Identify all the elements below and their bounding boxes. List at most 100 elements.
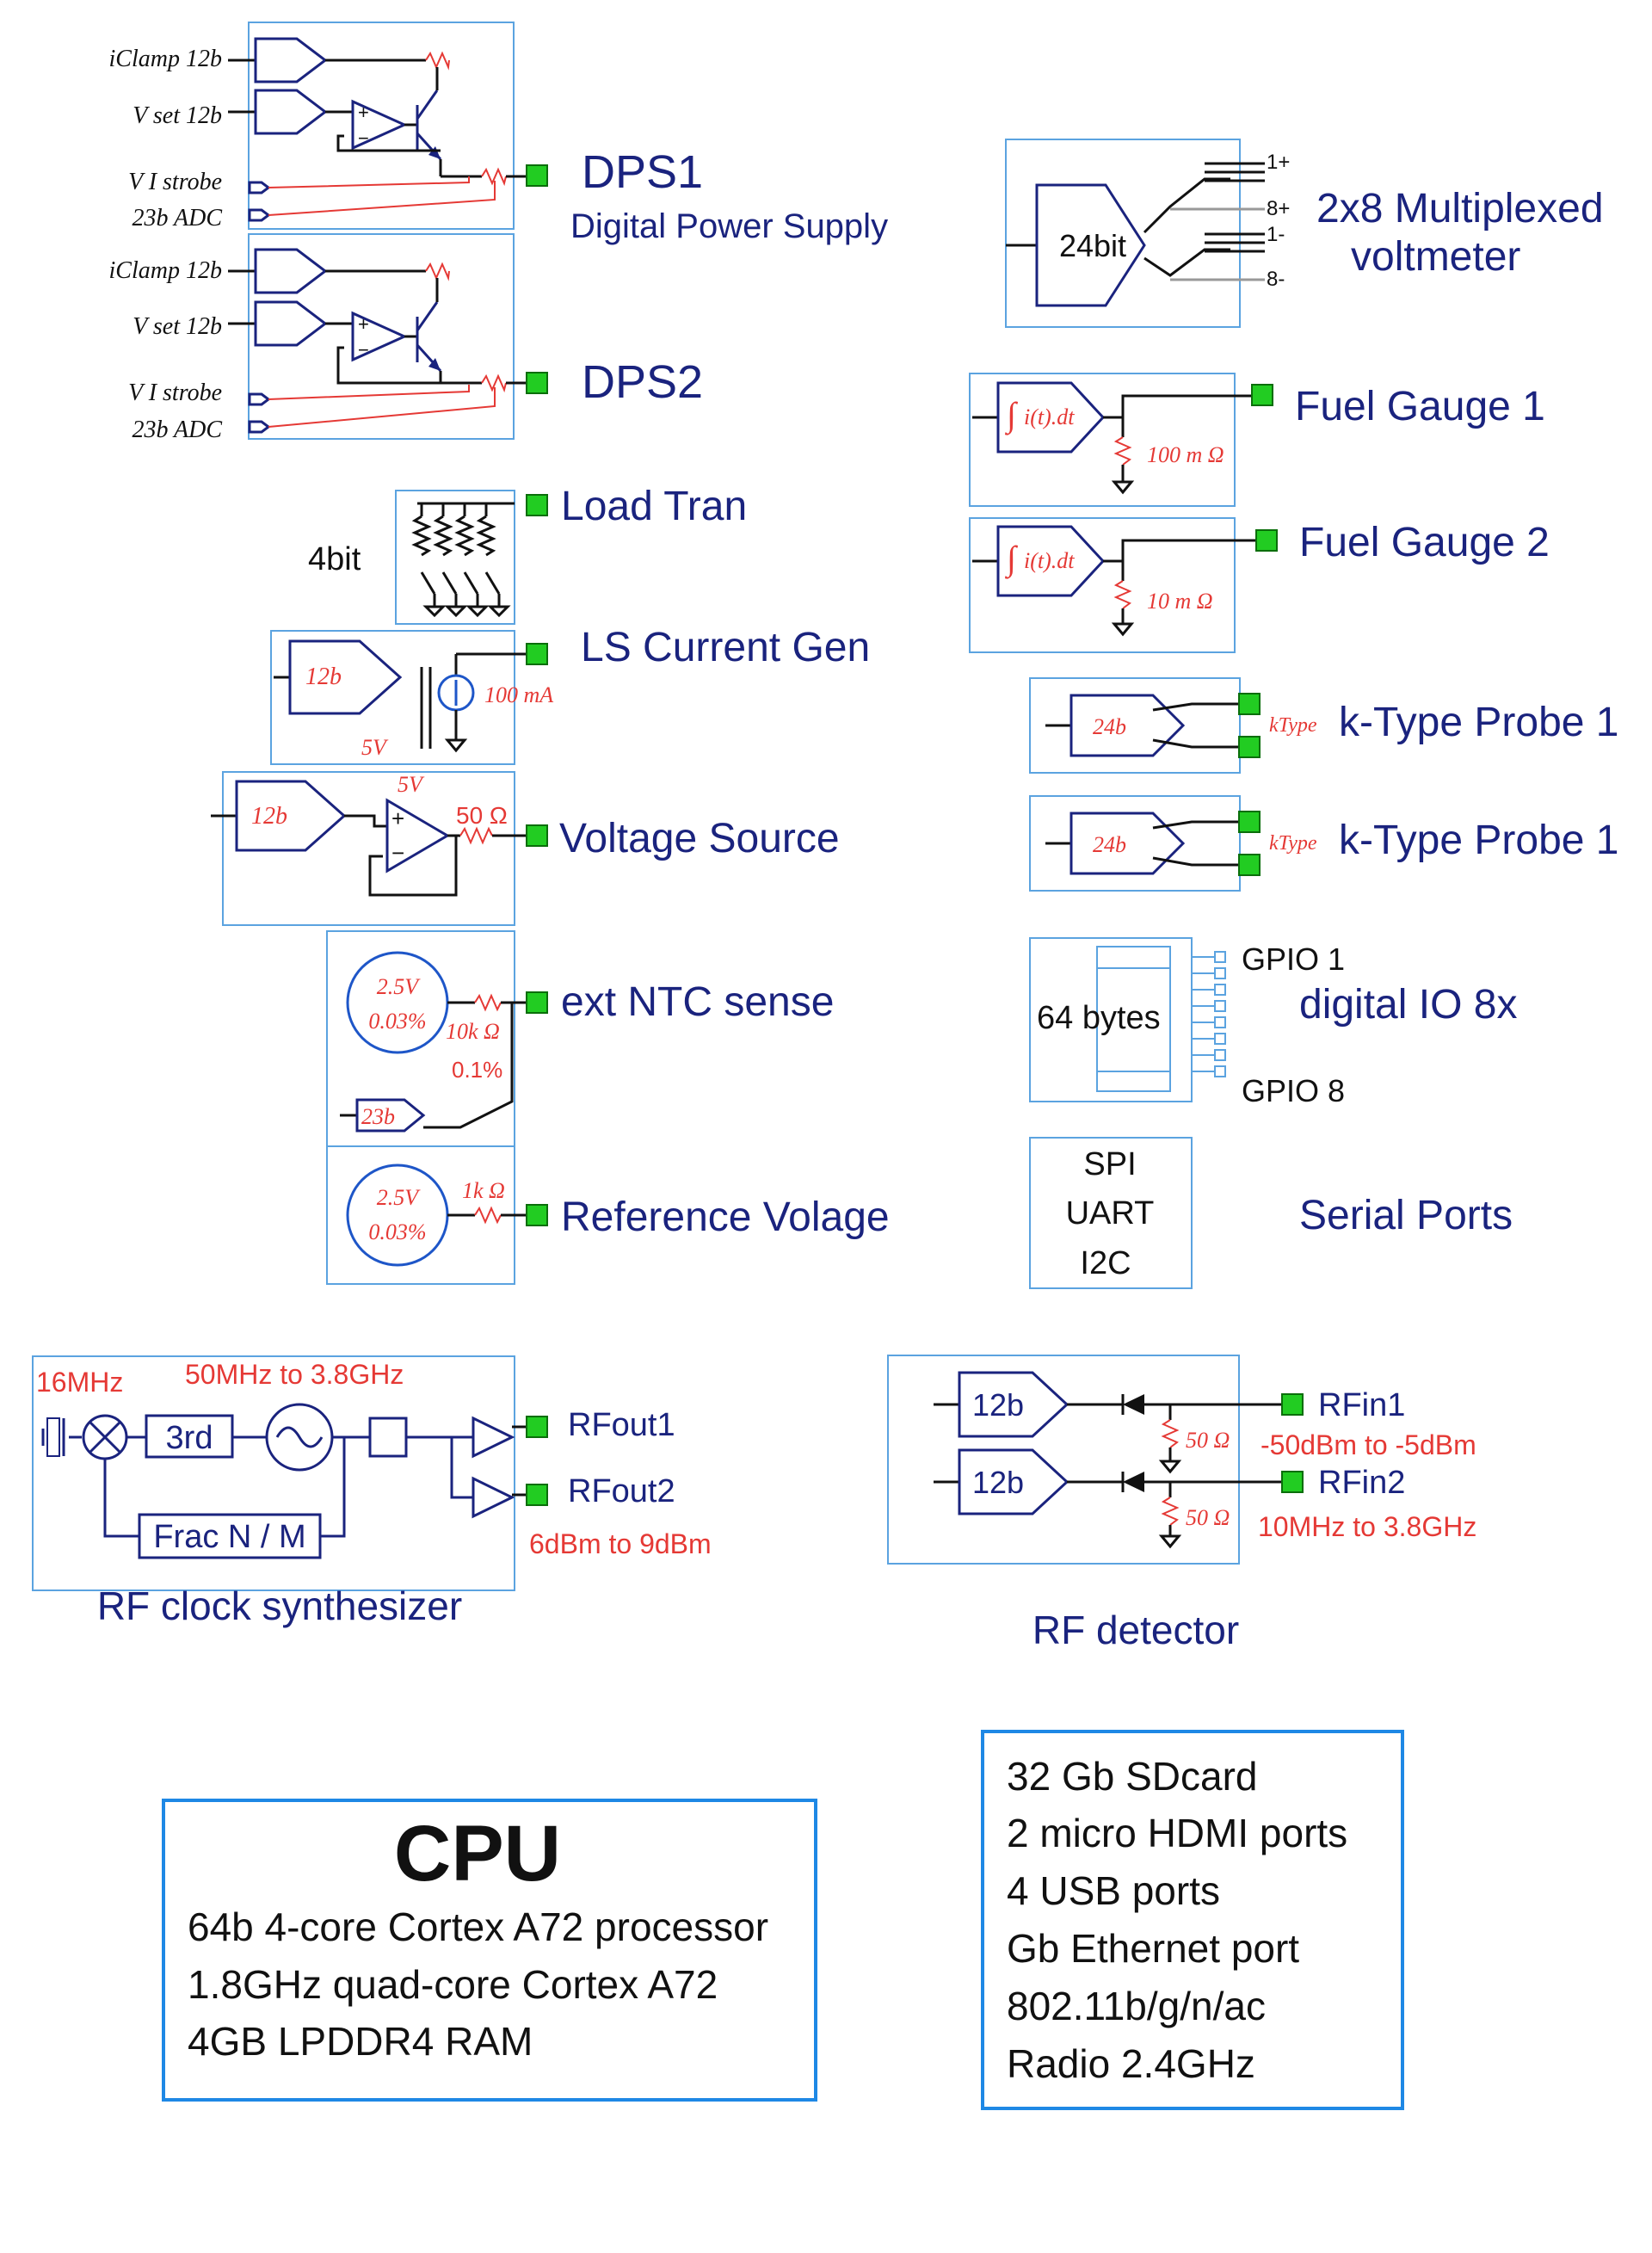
ntc-adc-icon [355,1098,426,1133]
cpu-block: CPU 64b 4-core Cortex A72 processor 1.8G… [162,1799,817,2102]
svg-text:∫: ∫ [1004,395,1019,435]
gpio-label: digital IO 8x [1299,982,1517,1028]
voltage-source-block: 12b + − 5V 50 Ω Voltage Source [211,771,840,926]
ls-current-gen-pin[interactable] [526,643,548,665]
rfin2-adc-icon [958,1448,1069,1515]
rfin1-pin[interactable] [1281,1393,1304,1416]
vref-ref-tol: 0.03% [368,1219,426,1244]
serial-spi: SPI [1083,1146,1136,1182]
ntc-adc-bits: 23b [361,1104,395,1129]
third-label: 3rd [166,1420,213,1456]
dps1-vset-label: V set 12b [133,102,222,129]
gpio-block: 64 bytes GPIO 1 GPIO 8 digital IO 8x [1029,937,1517,1108]
buffer-icon [368,1417,408,1458]
dps1-output-pin[interactable] [526,164,548,187]
fuel-gauge-2-label: Fuel Gauge 2 [1299,520,1550,565]
rfin1-label: RFin1 [1318,1387,1405,1423]
ktype-probe-1-block: 24b kType k-Type Probe 1 [1029,677,1619,774]
vsrc-opamp-icon [385,798,450,873]
rfout-power: 6dBm to 9dBm [529,1528,712,1559]
ls-dac-bits: 12b [305,664,342,690]
ntc-resistor-tol: 0.1% [452,1057,502,1083]
rf-detector-block: 12b 50 Ω 12b 50 Ω RFin1 RFin2 -50dBm to … [887,1355,1476,1652]
gpio-1-label: GPIO 1 [1242,941,1345,977]
ntc-ref-tol: 0.03% [368,1009,426,1034]
periph-line-5: 802.11b/g/n/ac [1007,1984,1266,2028]
dps1-adc-label: 23b ADC [133,205,223,231]
ntc-reference-icon [346,951,449,1054]
cpu-line-2: 1.8GHz quad-core Cortex A72 [188,1962,718,2007]
rfin1-diode-icon [1123,1394,1144,1415]
periph-line-2: 2 micro HDMI ports [1007,1811,1347,1855]
dps1-iclamp-label: iClamp 12b [109,46,222,72]
voltmeter-pin-1m: 1- [1267,223,1285,246]
dps2-iclamp-dac-icon [254,248,328,294]
dps2-vistrobe-label: V I strobe [128,380,222,406]
ntc-resistor: 10k Ω [446,1019,500,1044]
peripherals-block: 32 Gb SDcard 2 micro HDMI ports 4 USB po… [981,1730,1404,2110]
ntc-pin[interactable] [526,991,548,1014]
vsrc-resistor: 50 Ω [456,802,508,829]
serial-i2c: I2C [1080,1245,1131,1281]
fuel-gauge-1-shunt: 100 m Ω [1147,442,1224,467]
fuel-gauge-1-integral: i(t).dt [1024,404,1075,429]
svg-text:−: − [391,840,404,866]
svg-text:+: + [358,313,369,335]
rfout2-pin[interactable] [526,1484,548,1506]
reference-voltage-pin[interactable] [526,1204,548,1226]
rfin2-adc-bits: 12b [972,1465,1024,1500]
dps2-vset-dac-icon [254,300,328,347]
ntc-label: ext NTC sense [561,979,834,1025]
ktype-1-label: k-Type Probe 1 [1339,700,1619,745]
reference-voltage-label: Reference Volage [561,1194,890,1240]
rfout1-pin[interactable] [526,1416,548,1438]
dps2-opamp-icon [351,311,408,362]
cpu-line-3: 4GB LPDDR4 RAM [188,2019,533,2064]
rf-clock-synth-block: 16MHz 50MHz to 3.8GHz 3rd Frac N / M RFo… [32,1355,712,1628]
ktype-1-adc-icon [1069,694,1186,757]
ktype-2-pin-pos[interactable] [1238,811,1261,833]
ktype-1-pin-neg[interactable] [1238,736,1261,758]
reference-voltage-block: 2.5V 0.03% 1k Ω Reference Volage [326,1145,890,1285]
voltmeter-adc-icon [1035,183,1146,307]
vref-reference-icon [346,1164,449,1267]
rfout1-label: RFout1 [568,1407,675,1443]
voltmeter-pin-1p: 1+ [1267,151,1290,174]
ktype-1-pin-pos[interactable] [1238,693,1261,715]
ktype-probe-2-block: 24b kType k-Type Probe 1 [1029,795,1619,892]
rfin1-adc-icon [958,1371,1069,1438]
ls-current-gen-label: LS Current Gen [581,625,870,670]
serial-uart: UART [1066,1195,1155,1231]
frac-label: Frac N / M [153,1519,305,1555]
ls-current-gen-block: 12b 100 mA 5V LS Current Gen [270,625,870,765]
dps1-vistrobe-label: V I strobe [128,169,222,195]
vref-resistor: 1k Ω [462,1178,505,1203]
periph-line-6: Radio 2.4GHz [1007,2041,1255,2086]
rfin2-term: 50 Ω [1186,1505,1230,1530]
rfin2-pin[interactable] [1281,1471,1304,1493]
serial-ports-block: SPI UART I2C Serial Ports [1029,1137,1513,1289]
dps2-vset-label: V set 12b [133,313,222,340]
vref-ref-v: 2.5V [377,1185,422,1210]
fuel-gauge-1-pin[interactable] [1251,384,1273,406]
voltmeter-bits: 24bit [1059,228,1126,263]
dps1-label: DPS1 [582,146,703,198]
rfin2-label: RFin2 [1318,1465,1405,1501]
dps2-output-pin[interactable] [526,372,548,394]
periph-line-3: 4 USB ports [1007,1868,1220,1913]
voltmeter-pin-8p: 8+ [1267,197,1290,220]
cpu-title: CPU [394,1810,561,1898]
ktype-2-pin-neg[interactable] [1238,854,1261,876]
fuel-gauge-2-shunt: 10 m Ω [1147,589,1213,614]
dps1-vset-dac-icon [254,89,328,135]
fuel-gauge-2-integral: i(t).dt [1024,548,1075,573]
voltage-source-pin[interactable] [526,824,548,847]
rfin1-adc-bits: 12b [972,1387,1024,1423]
gpio-8-label: GPIO 8 [1242,1073,1345,1108]
ls-dac-icon [288,639,403,715]
voltmeter-block: 24bit 1+ 8+ 1- 8- 2x8 Multiplexed voltme… [1005,139,1604,328]
ls-supply-v: 5V [361,735,389,760]
fuel-gauge-2-pin[interactable] [1255,529,1278,552]
load-tran-pin[interactable] [526,494,548,516]
